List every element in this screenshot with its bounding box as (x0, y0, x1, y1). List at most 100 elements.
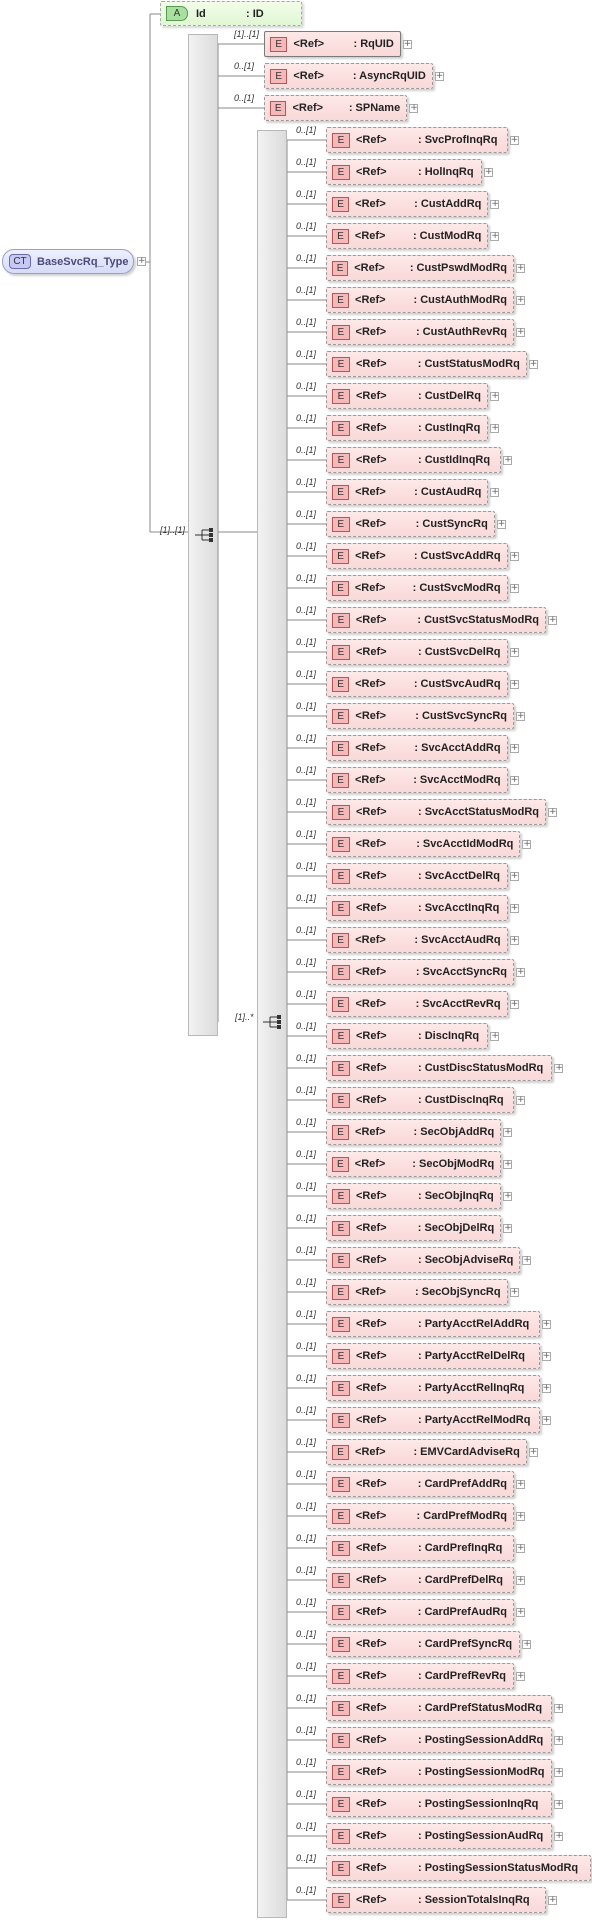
expand-icon[interactable]: + (490, 199, 500, 209)
choice-element-3[interactable]: E<Ref>: CustModRq (326, 223, 489, 249)
expand-icon[interactable]: + (522, 1255, 532, 1265)
choice-element-21[interactable]: E<Ref>: SvcAcctStatusModRq (326, 799, 546, 825)
choice-element-13[interactable]: E<Ref>: CustSvcAddRq (326, 543, 508, 569)
expand-icon[interactable]: + (554, 1831, 564, 1841)
expand-icon[interactable]: + (516, 263, 525, 273)
choice-element-32[interactable]: E<Ref>: SecObjModRq (326, 1151, 502, 1177)
expand-icon[interactable]: + (541, 1319, 551, 1329)
choice-element-42[interactable]: E<Ref>: CardPrefAddRq (326, 1471, 514, 1497)
choice-icon[interactable] (263, 1015, 283, 1029)
choice-element-39[interactable]: E<Ref>: PartyAcctRelInqRq (326, 1375, 540, 1401)
expand-icon[interactable]: + (509, 935, 519, 945)
expand-icon[interactable]: + (503, 1159, 513, 1169)
choice-element-38[interactable]: E<Ref>: PartyAcctRelDelRq (326, 1343, 540, 1369)
expand-icon[interactable]: + (509, 679, 519, 689)
expand-icon[interactable]: + (548, 1895, 557, 1905)
choice-element-35[interactable]: E<Ref>: SecObjAdviseRq (326, 1247, 521, 1273)
expand-icon[interactable]: + (554, 1767, 564, 1777)
expand-icon[interactable]: + (548, 807, 557, 817)
expand-icon[interactable]: + (409, 103, 419, 113)
choice-element-27[interactable]: E<Ref>: SvcAcctRevRq (326, 991, 508, 1017)
choice-element-36[interactable]: E<Ref>: SecObjSyncRq (326, 1279, 508, 1305)
expand-icon[interactable]: + (516, 327, 525, 337)
expand-icon[interactable]: + (509, 871, 519, 881)
choice-element-9[interactable]: E<Ref>: CustInqRq (326, 415, 489, 441)
choice-element-15[interactable]: E<Ref>: CustSvcStatusModRq (326, 607, 546, 633)
choice-element-48[interactable]: E<Ref>: CardPrefRevRq (326, 1663, 514, 1689)
expand-icon[interactable]: + (516, 967, 525, 977)
choice-element-7[interactable]: E<Ref>: CustStatusModRq (326, 351, 527, 377)
choice-element-11[interactable]: E<Ref>: CustAudRq (326, 479, 489, 505)
choice-element-12[interactable]: E<Ref>: CustSyncRq (326, 511, 495, 537)
choice-element-5[interactable]: E<Ref>: CustAuthModRq (326, 287, 514, 313)
expand-icon[interactable]: + (522, 839, 532, 849)
expand-icon[interactable]: + (516, 1543, 525, 1553)
expand-icon[interactable]: + (554, 1063, 564, 1073)
choice-element-47[interactable]: E<Ref>: CardPrefSyncRq (326, 1631, 521, 1657)
sequence-element-1[interactable]: E<Ref>: AsyncRqUID (264, 63, 433, 89)
expand-icon[interactable]: + (528, 1447, 538, 1457)
choice-element-22[interactable]: E<Ref>: SvcAcctIdModRq (326, 831, 521, 857)
expand-icon[interactable]: + (509, 647, 519, 657)
expand-icon[interactable]: + (516, 711, 525, 721)
choice-element-37[interactable]: E<Ref>: PartyAcctRelAddRq (326, 1311, 540, 1337)
choice-element-24[interactable]: E<Ref>: SvcAcctInqRq (326, 895, 508, 921)
expand-icon[interactable]: + (516, 1607, 525, 1617)
sequence-element-2[interactable]: E<Ref>: SPName (264, 95, 408, 121)
expand-icon[interactable]: + (516, 1671, 525, 1681)
choice-element-49[interactable]: E<Ref>: CardPrefStatusModRq (326, 1695, 553, 1721)
expand-icon[interactable]: + (490, 1031, 500, 1041)
expand-icon[interactable]: + (503, 1223, 513, 1233)
choice-element-1[interactable]: E<Ref>: HolInqRq (326, 159, 482, 185)
expand-icon[interactable]: + (554, 1703, 564, 1713)
sequence-element-0[interactable]: E<Ref>: RqUID (264, 31, 401, 57)
expand-icon[interactable]: + (503, 455, 513, 465)
expand-icon[interactable]: + (516, 1095, 525, 1105)
expand-icon[interactable]: + (509, 999, 519, 1009)
expand-icon[interactable]: + (541, 1351, 551, 1361)
choice-element-30[interactable]: E<Ref>: CustDiscInqRq (326, 1087, 514, 1113)
expand-icon[interactable]: + (490, 423, 500, 433)
choice-element-33[interactable]: E<Ref>: SecObjInqRq (326, 1183, 502, 1209)
sequence-icon[interactable] (195, 528, 215, 542)
expand-icon[interactable]: + (541, 1383, 551, 1393)
choice-element-8[interactable]: E<Ref>: CustDelRq (326, 383, 489, 409)
choice-element-52[interactable]: E<Ref>: PostingSessionInqRq (326, 1791, 553, 1817)
choice-element-43[interactable]: E<Ref>: CardPrefModRq (326, 1503, 514, 1529)
expand-icon[interactable]: + (554, 1735, 564, 1745)
choice-element-0[interactable]: E<Ref>: SvcProfInqRq (326, 127, 508, 153)
expand-icon[interactable]: + (516, 295, 525, 305)
choice-element-4[interactable]: E<Ref>: CustPswdModRq (326, 255, 514, 281)
expand-icon[interactable]: + (522, 1639, 532, 1649)
choice-element-54[interactable]: E<Ref>: PostingSessionStatusModRq (326, 1855, 591, 1881)
choice-element-18[interactable]: E<Ref>: CustSvcSyncRq (326, 703, 514, 729)
expand-icon[interactable]: + (554, 1799, 564, 1809)
choice-element-25[interactable]: E<Ref>: SvcAcctAudRq (326, 927, 508, 953)
choice-element-51[interactable]: E<Ref>: PostingSessionModRq (326, 1759, 553, 1785)
choice-element-19[interactable]: E<Ref>: SvcAcctAddRq (326, 735, 508, 761)
choice-element-53[interactable]: E<Ref>: PostingSessionAudRq (326, 1823, 553, 1849)
choice-element-28[interactable]: E<Ref>: DiscInqRq (326, 1023, 489, 1049)
choice-element-14[interactable]: E<Ref>: CustSvcModRq (326, 575, 508, 601)
expand-icon[interactable]: + (548, 615, 557, 625)
expand-icon[interactable]: + (528, 359, 538, 369)
choice-element-55[interactable]: E<Ref>: SessionTotalsInqRq (326, 1887, 546, 1913)
choice-element-17[interactable]: E<Ref>: CustSvcAudRq (326, 671, 508, 697)
expand-icon[interactable]: + (509, 1287, 519, 1297)
expand-icon[interactable]: + (509, 743, 519, 753)
choice-element-40[interactable]: E<Ref>: PartyAcctRelModRq (326, 1407, 540, 1433)
choice-element-31[interactable]: E<Ref>: SecObjAddRq (326, 1119, 502, 1145)
expand-icon[interactable]: + (434, 71, 444, 81)
choice-element-46[interactable]: E<Ref>: CardPrefAudRq (326, 1599, 514, 1625)
choice-element-41[interactable]: E<Ref>: EMVCardAdviseRq (326, 1439, 527, 1465)
expand-icon[interactable]: + (503, 1191, 513, 1201)
choice-element-16[interactable]: E<Ref>: CustSvcDelRq (326, 639, 508, 665)
choice-element-23[interactable]: E<Ref>: SvcAcctDelRq (326, 863, 508, 889)
choice-element-10[interactable]: E<Ref>: CustIdInqRq (326, 447, 502, 473)
expand-icon[interactable]: + (509, 135, 519, 145)
choice-element-6[interactable]: E<Ref>: CustAuthRevRq (326, 319, 514, 345)
choice-element-34[interactable]: E<Ref>: SecObjDelRq (326, 1215, 502, 1241)
expand-icon[interactable]: + (541, 1415, 551, 1425)
expand-icon[interactable]: + (509, 551, 519, 561)
expand-icon[interactable]: + (516, 1575, 525, 1585)
